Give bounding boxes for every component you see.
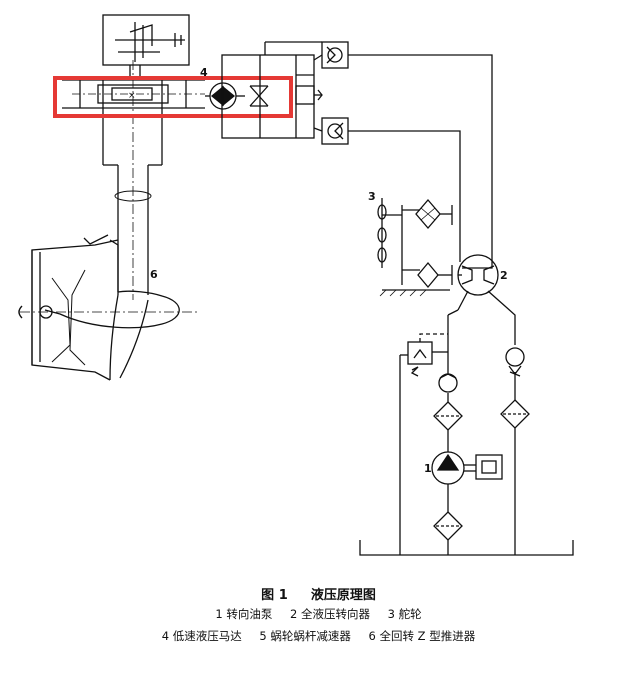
worm-gear-reducer — [102, 14, 190, 78]
oil-tank — [359, 540, 574, 556]
figure-number: 图 1 — [261, 588, 288, 603]
label-4: 4 — [200, 66, 208, 79]
shaft-coupling: × — [62, 79, 205, 109]
z-drive-thruster — [18, 239, 200, 381]
motor-valve-block — [221, 54, 323, 139]
legend-item: 2 全液压转向器 — [290, 607, 370, 621]
legend-item: 1 转向油泵 — [215, 607, 273, 621]
hydraulic-pipes — [264, 41, 493, 269]
legend-item: 6 全回转 Z 型推进器 — [368, 629, 476, 643]
label-2: 2 — [500, 269, 508, 282]
label-6: 6 — [150, 268, 158, 281]
steering-pump — [431, 451, 503, 485]
legend-item: 3 舵轮 — [387, 607, 422, 621]
legend-line-1: 1 转向油泵 2 全液压转向器 3 舵轮 — [0, 606, 637, 622]
steering-wheel — [377, 198, 453, 297]
legend-item: 5 蜗轮蜗杆减速器 — [259, 629, 351, 643]
legend-item: 4 低速液压马达 — [161, 629, 242, 643]
steering-unit — [447, 254, 516, 330]
svg-text:×: × — [128, 91, 136, 101]
circuit-lines — [399, 315, 516, 555]
figure-title: 图 1 液压原理图 — [0, 584, 637, 603]
hydraulic-schematic: × 4 — [18, 14, 574, 556]
legend-line-2: 4 低速液压马达 5 蜗轮蜗杆减速器 6 全回转 Z 型推进器 — [0, 628, 637, 644]
figure-title-text: 液压原理图 — [310, 588, 376, 603]
vertical-shaft — [83, 60, 163, 300]
throttle-symbol — [249, 85, 269, 107]
label-1: 1 — [424, 462, 432, 475]
check-valve-left — [438, 373, 458, 393]
filter-left — [433, 401, 463, 431]
check-valve-upper — [321, 41, 349, 69]
filter-right — [500, 399, 530, 429]
label-3: 3 — [368, 190, 376, 203]
hydraulic-motor — [205, 82, 245, 110]
highlight-box — [53, 76, 293, 118]
check-valve-right — [505, 347, 525, 377]
check-valve-lower — [321, 117, 349, 145]
filter-bottom — [433, 511, 463, 541]
relief-valve — [407, 341, 433, 377]
